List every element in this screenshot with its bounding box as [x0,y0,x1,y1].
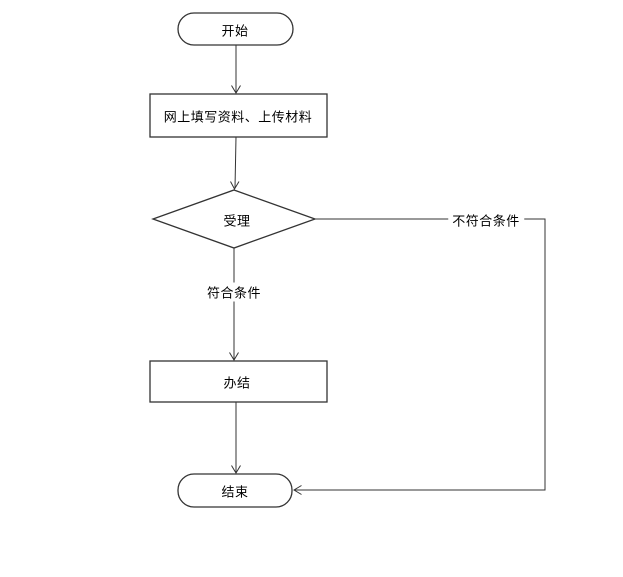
fill-form-node-label: 网上填写资料、上传材料 [163,110,313,126]
edge-accept-no [294,218,546,491]
arrowhead-down-4 [231,465,241,474]
fill-form-node-shape [149,93,328,138]
edge-fill-to-accept [234,136,237,189]
edge-label-not-meets-conditions: 不符合条件 [448,210,524,230]
start-node-label: 开始 [221,24,249,40]
accept-decision-label: 受理 [223,214,251,230]
end-node-label: 结束 [221,485,249,501]
complete-node-label: 办结 [223,376,251,392]
arrowhead-down-3 [229,352,239,361]
edge-label-meets-conditions: 符合条件 [202,282,266,302]
arrowhead-down-1 [231,85,241,94]
end-node-shape [177,473,293,508]
complete-node-shape [149,360,328,403]
arrowhead-left-1 [293,485,302,495]
arrowhead-down-2 [230,181,240,191]
